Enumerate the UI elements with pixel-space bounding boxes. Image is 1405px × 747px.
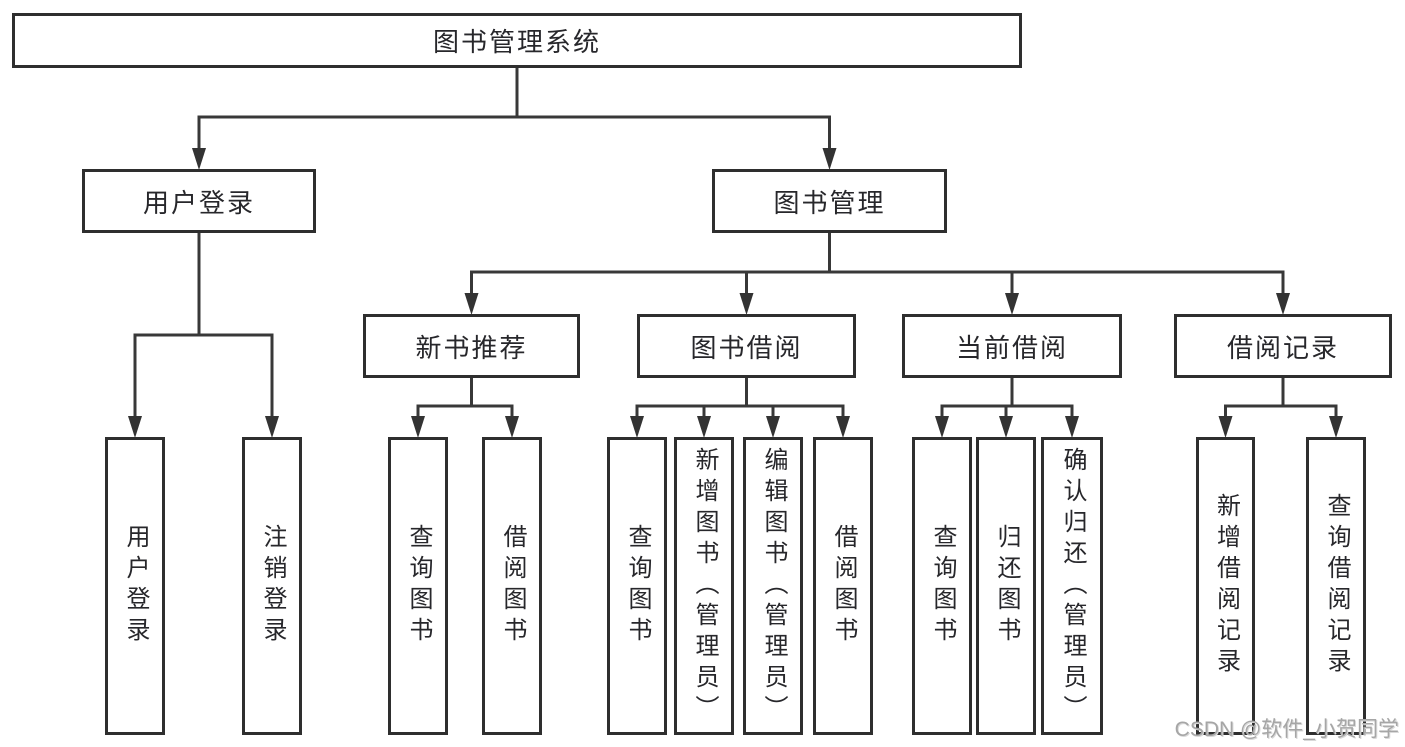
node-label: 新增图书（管理员） bbox=[691, 446, 718, 726]
node-records: 借阅记录 bbox=[1174, 314, 1392, 378]
arrowhead-icon bbox=[999, 416, 1013, 438]
node-v_edit: 编辑图书（管理员） bbox=[743, 437, 803, 735]
node-label: 新书推荐 bbox=[415, 332, 528, 363]
arrowhead-icon bbox=[1218, 416, 1233, 438]
node-label: 新增借阅记录 bbox=[1212, 493, 1240, 679]
node-label: 查询图书 bbox=[624, 524, 651, 648]
node-newbook: 新书推荐 bbox=[363, 314, 580, 378]
node-v_ret: 归还图书 bbox=[976, 437, 1036, 735]
arrowhead-icon bbox=[192, 148, 206, 170]
node-v_add: 新增图书（管理员） bbox=[674, 437, 734, 735]
node-label: 编辑图书（管理员） bbox=[760, 446, 787, 726]
node-label: 借阅图书 bbox=[830, 524, 857, 648]
node-label: 查询图书 bbox=[405, 524, 432, 648]
arrowhead-icon bbox=[1329, 416, 1343, 438]
arrowhead-icon bbox=[697, 416, 711, 438]
node-v_qrec: 查询借阅记录 bbox=[1306, 437, 1366, 735]
node-label: 图书管理系统 bbox=[432, 27, 601, 57]
node-v_b2: 借阅图书 bbox=[813, 437, 873, 735]
node-login: 用户登录 bbox=[82, 169, 316, 233]
node-v_q3: 查询图书 bbox=[912, 437, 972, 735]
node-label: 图书借阅 bbox=[690, 332, 803, 363]
arrowhead-icon bbox=[128, 416, 142, 438]
arrowhead-icon bbox=[1065, 416, 1079, 438]
node-label: 查询图书 bbox=[929, 524, 956, 648]
arrowhead-icon bbox=[464, 293, 479, 315]
node-borrow: 图书借阅 bbox=[637, 314, 856, 378]
arrowhead-icon bbox=[505, 416, 519, 438]
node-label: 借阅图书 bbox=[499, 524, 526, 648]
arrowhead-icon bbox=[411, 416, 425, 438]
arrowhead-icon bbox=[766, 416, 780, 438]
node-label: 注销登录 bbox=[259, 524, 286, 648]
node-root: 图书管理系统 bbox=[12, 13, 1022, 68]
node-v_addrec: 新增借阅记录 bbox=[1196, 437, 1255, 735]
node-v_q1: 查询图书 bbox=[388, 437, 448, 735]
arrowhead-icon bbox=[935, 416, 949, 438]
node-v_login: 用户登录 bbox=[105, 437, 165, 735]
node-current: 当前借阅 bbox=[902, 314, 1122, 378]
node-label: 归还图书 bbox=[993, 524, 1020, 648]
watermark: CSDN @软件_小贺同学 bbox=[1174, 718, 1399, 741]
arrowhead-icon bbox=[1276, 293, 1290, 315]
arrowhead-icon bbox=[265, 416, 279, 438]
arrowhead-icon bbox=[836, 416, 850, 438]
node-v_q2: 查询图书 bbox=[607, 437, 667, 735]
node-label: 借阅记录 bbox=[1226, 332, 1339, 363]
arrowhead-icon bbox=[630, 416, 644, 438]
arrowhead-icon bbox=[1005, 293, 1019, 315]
node-v_b1: 借阅图书 bbox=[482, 437, 542, 735]
node-label: 查询借阅记录 bbox=[1323, 493, 1350, 679]
node-v_conf: 确认归还（管理员） bbox=[1041, 437, 1103, 735]
node-label: 当前借阅 bbox=[955, 332, 1068, 363]
node-label: 确认归还（管理员） bbox=[1059, 446, 1086, 726]
node-label: 用户登录 bbox=[142, 187, 255, 218]
arrowhead-icon bbox=[822, 148, 837, 170]
node-v_logout: 注销登录 bbox=[242, 437, 302, 735]
arrowhead-icon bbox=[739, 293, 754, 315]
node-label: 用户登录 bbox=[122, 524, 149, 648]
node-label: 图书管理 bbox=[773, 187, 886, 218]
node-bookmgmt: 图书管理 bbox=[712, 169, 947, 233]
